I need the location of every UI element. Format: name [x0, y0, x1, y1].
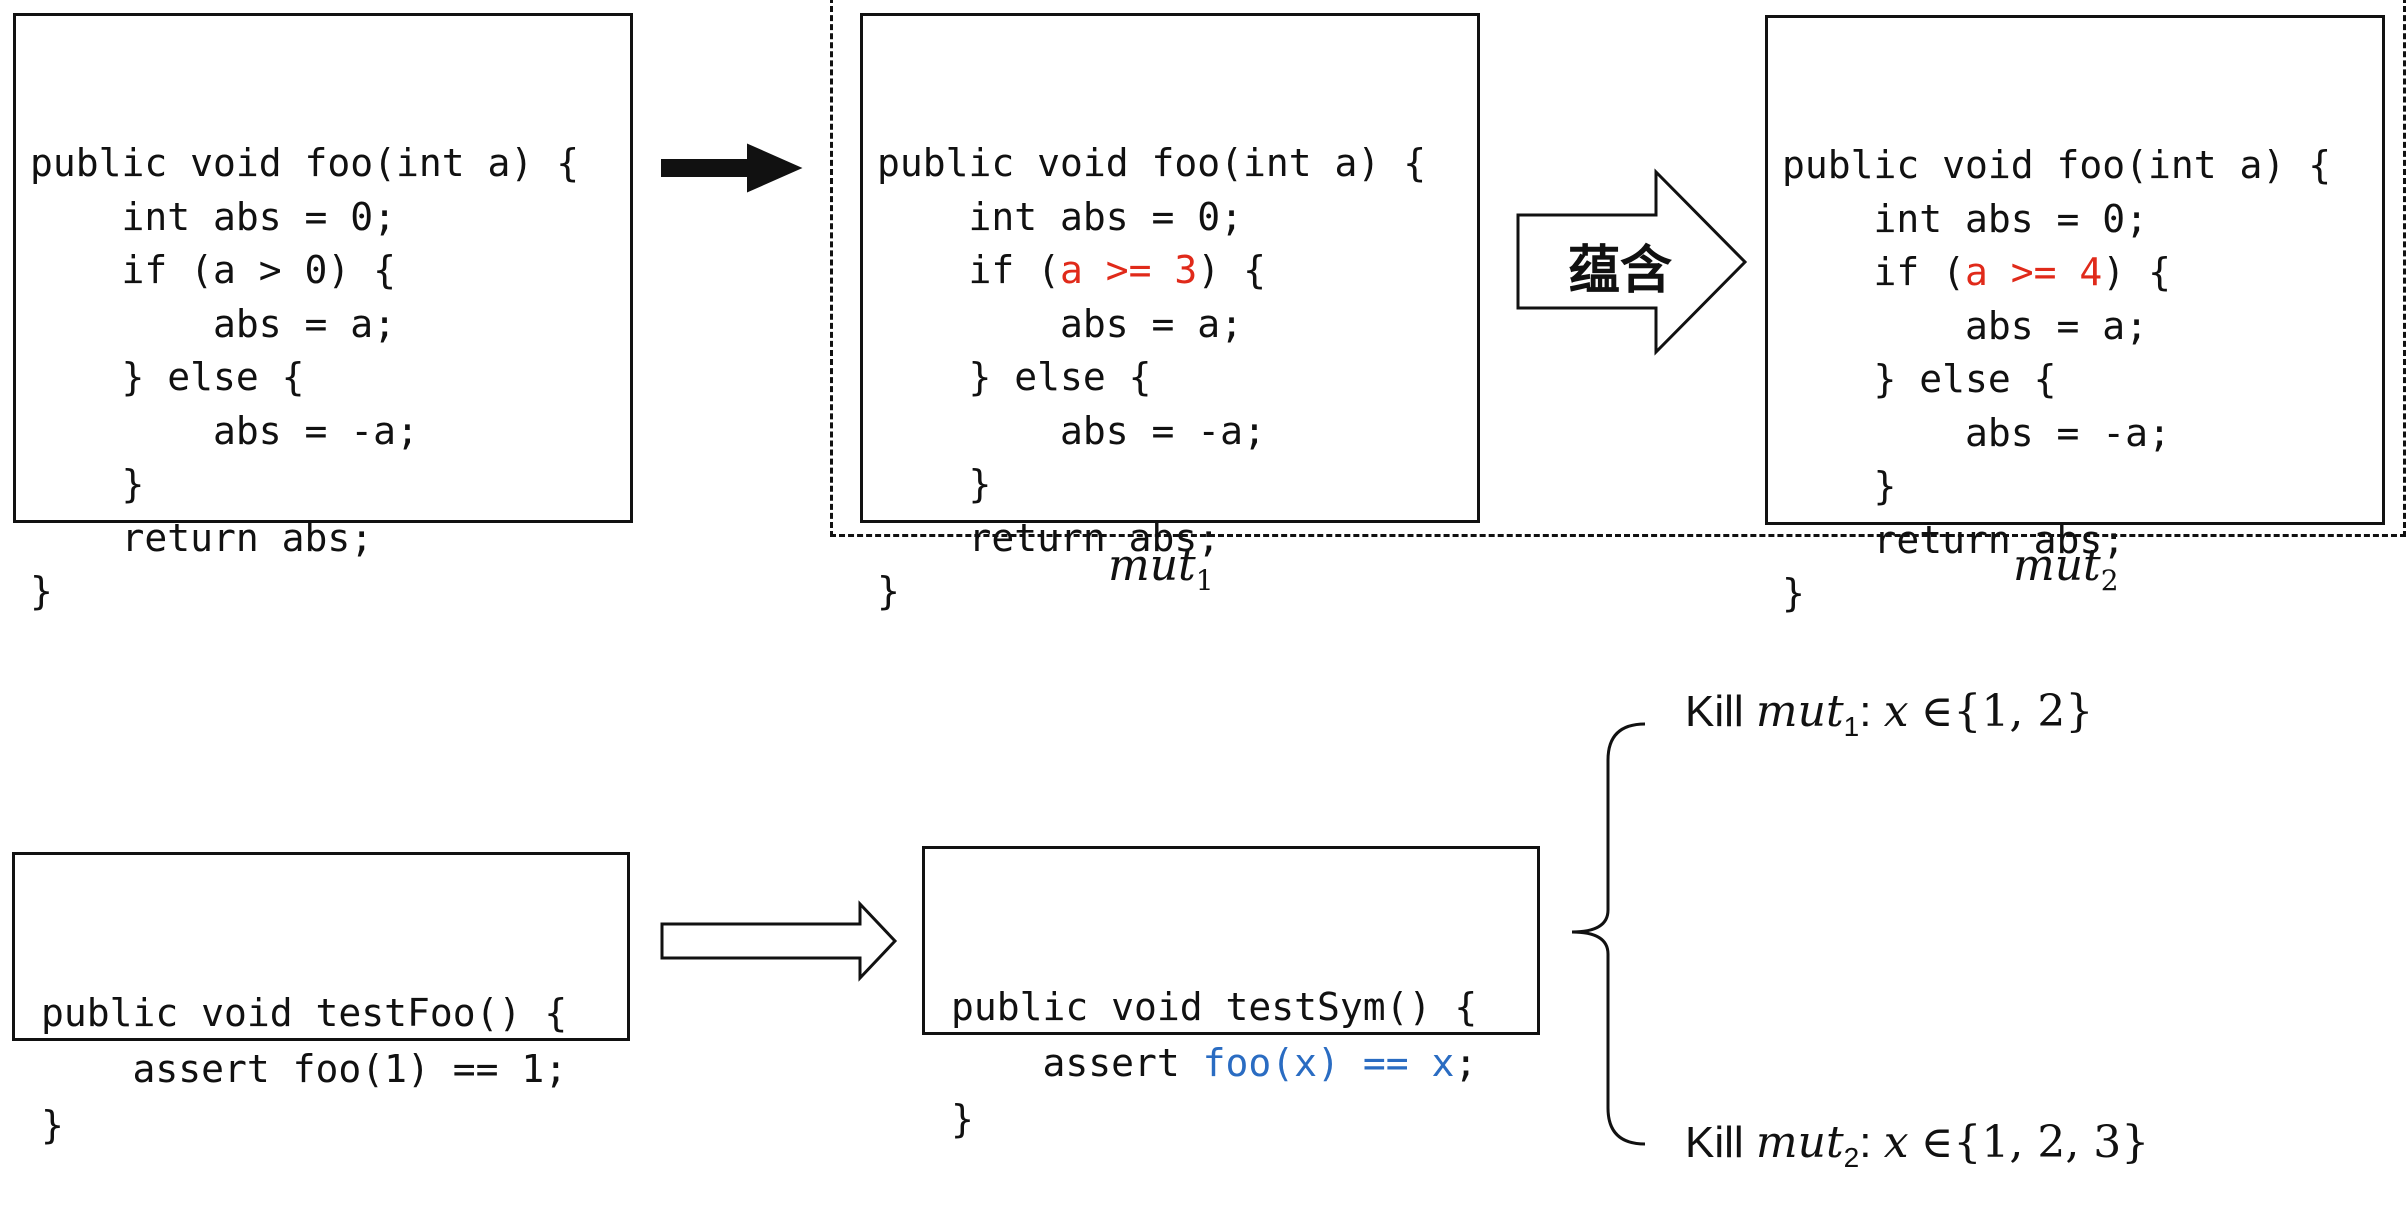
kill-variable: x [1883, 1117, 1909, 1168]
code-line: int abs = 0; [30, 194, 397, 239]
code-line: int abs = 0; [877, 194, 1244, 239]
code-fragment: ) { [1197, 248, 1266, 292]
code-line: int abs = 0; [1782, 196, 2149, 241]
kill-mutant2-label: Kill mut2: x ∈{1, 2, 3} [1685, 1117, 2149, 1174]
mutant2-label: mut2 [2013, 540, 2119, 597]
code-line: abs = a; [877, 301, 1244, 346]
code-line: } [877, 462, 992, 506]
code-line: public void foo(int a) { [877, 141, 1427, 185]
code-line: if (a >= 4) { [1782, 246, 2382, 300]
kill-variable: x [1883, 686, 1909, 737]
code-line: if (a > 0) { [30, 248, 397, 292]
code-line: assert foo(1) == 1; [41, 1047, 568, 1091]
kill-word: Kill [1685, 687, 1744, 736]
mutant2-label-subscript: 2 [2100, 563, 2119, 597]
mutated-condition: a >= 3 [1060, 248, 1198, 292]
mutants-group-frame [830, 0, 2406, 537]
curly-brace [1571, 722, 1646, 1146]
code-line: } [1782, 464, 1897, 508]
code-line: return abs; [1782, 517, 2126, 562]
kill-mut-subscript: 2 [1843, 1141, 1860, 1173]
code-line: abs = a; [30, 301, 397, 346]
code-line: } [30, 569, 53, 613]
kill-colon: : [1859, 1118, 1872, 1167]
code-fragment: ; [1454, 1041, 1478, 1085]
implies-arrow [1516, 168, 1748, 356]
code-line: public void testFoo() { [41, 991, 568, 1035]
kill-mut-name: mut [1755, 686, 1844, 737]
symbolic-expression: foo(x) == x [1202, 1041, 1455, 1085]
code-line: public void foo(int a) { [30, 141, 580, 185]
mutant1-code-box: public void foo(int a) { int abs = 0; if… [860, 13, 1480, 613]
code-line: if (a >= 3) { [877, 244, 1477, 298]
element-of-symbol: ∈ [1920, 1117, 1954, 1168]
code-line: abs = -a; [30, 408, 419, 453]
code-fragment: ) { [2102, 250, 2171, 294]
code-line: } [877, 569, 900, 613]
mutant1-label-text: mut [1108, 540, 1196, 591]
mutated-condition: a >= 4 [1965, 250, 2103, 294]
symbolic-transform-arrow [660, 900, 898, 982]
kill-mutant1-label: Kill mut1: x ∈{1, 2} [1685, 686, 2093, 743]
code-line: } [30, 462, 145, 506]
code-line: abs = -a; [877, 408, 1266, 453]
kill-value-set: {1, 2} [1953, 686, 2094, 737]
original-code-box: public void foo(int a) { int abs = 0; if… [13, 13, 633, 613]
mutant1-label: mut1 [1108, 540, 1214, 597]
code-line: abs = a; [1782, 303, 2149, 348]
mutant1-label-subscript: 1 [1195, 563, 1214, 597]
kill-word: Kill [1685, 1118, 1744, 1167]
code-line: } else { [877, 355, 1152, 399]
code-line: assert foo(x) == x; [939, 1035, 1537, 1091]
mutation-arrow [661, 143, 803, 193]
code-line: } [41, 1103, 64, 1147]
element-of-symbol: ∈ [1920, 686, 1954, 737]
kill-mut-name: mut [1755, 1117, 1844, 1168]
kill-colon: : [1859, 687, 1872, 736]
mutant2-label-text: mut [2013, 540, 2101, 591]
test-original-code-box: public void testFoo() { assert foo(1) ==… [12, 852, 630, 1147]
code-line: public void testSym() { [951, 985, 1478, 1029]
mutant2-code-box: public void foo(int a) { int abs = 0; if… [1765, 15, 2385, 615]
code-line: } [951, 1097, 974, 1141]
code-fragment: if ( [1782, 250, 1966, 294]
code-line: } else { [30, 355, 305, 399]
code-fragment: if ( [877, 248, 1061, 292]
code-line: } [1782, 571, 1805, 615]
kill-value-set: {1, 2, 3} [1953, 1117, 2150, 1168]
implies-label: 蕴含 [1567, 241, 1672, 301]
code-line: return abs; [877, 515, 1221, 560]
code-fragment: assert [951, 1041, 1203, 1085]
test-symbolic-code-box: public void testSym() { assert foo(x) ==… [922, 846, 1540, 1141]
code-line: abs = -a; [1782, 410, 2171, 455]
code-line: public void foo(int a) { [1782, 143, 2332, 187]
code-line: } else { [1782, 357, 2057, 401]
code-line: return abs; [30, 515, 374, 560]
kill-mut-subscript: 1 [1843, 710, 1860, 742]
